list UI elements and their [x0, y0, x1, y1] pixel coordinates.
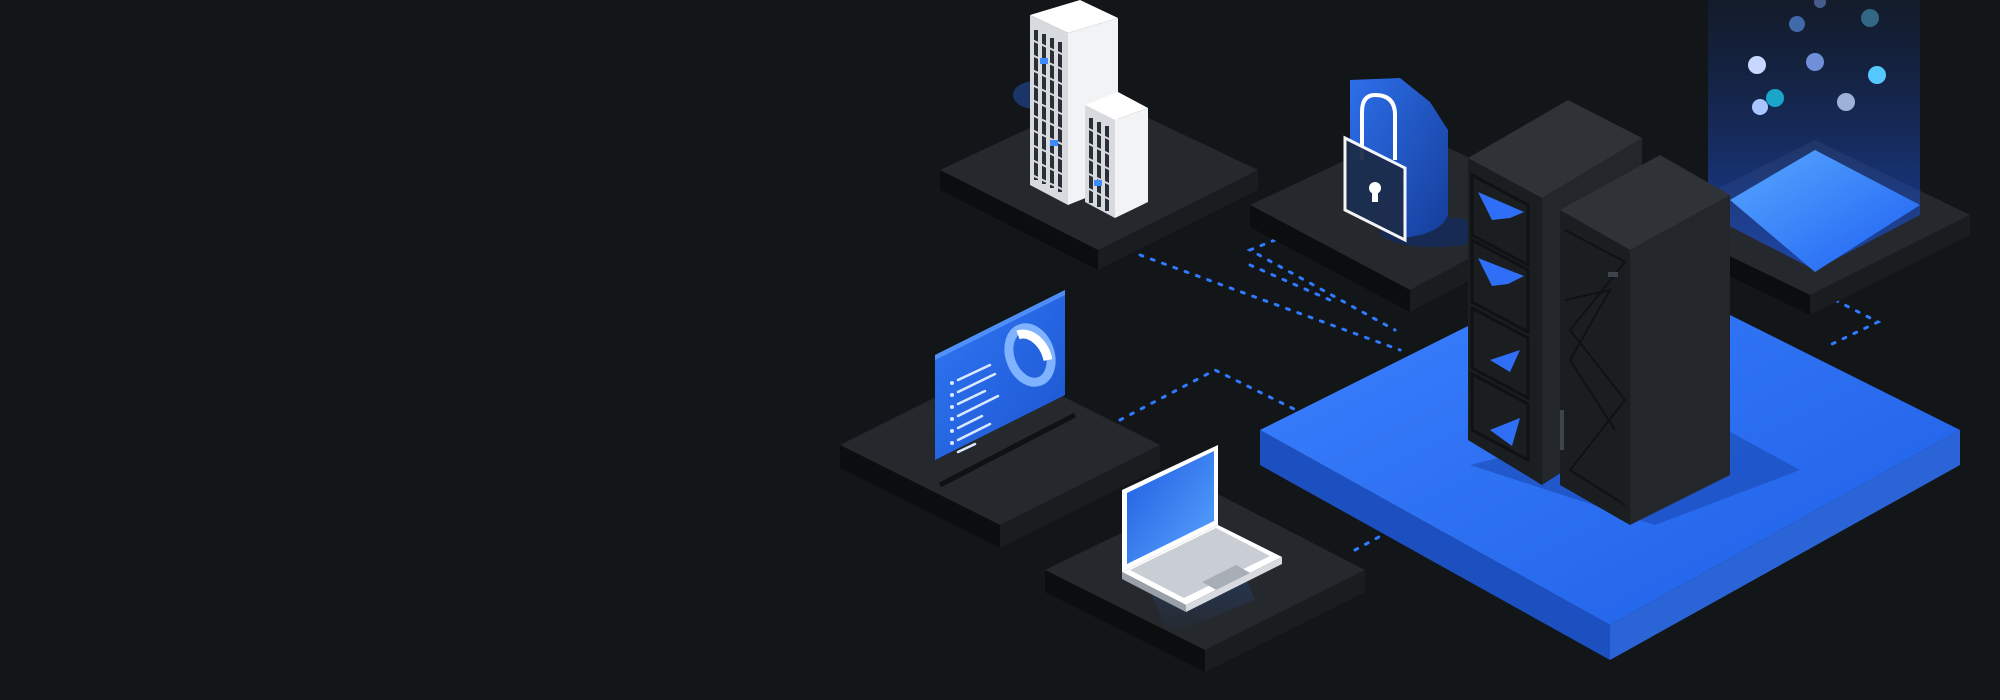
laptop-icon — [1122, 445, 1282, 635]
dashboard-tile — [840, 365, 1160, 548]
connector-shield-to-platform-b — [1248, 263, 1332, 302]
connector-data-to-platform — [1828, 298, 1882, 347]
connector-dashboard-to-platform — [1118, 368, 1302, 422]
office-buildings-icon — [1013, 0, 1148, 218]
security-shield-lock-icon — [1343, 78, 1490, 247]
data-cloud-platform-icon — [1708, 0, 1920, 272]
connector-shield-to-platform-a — [1246, 238, 1397, 332]
mainframe-server-icon — [1468, 100, 1730, 525]
dashboard-screen-icon — [935, 290, 1065, 460]
connector-buildings-to-platform — [1138, 253, 1402, 352]
